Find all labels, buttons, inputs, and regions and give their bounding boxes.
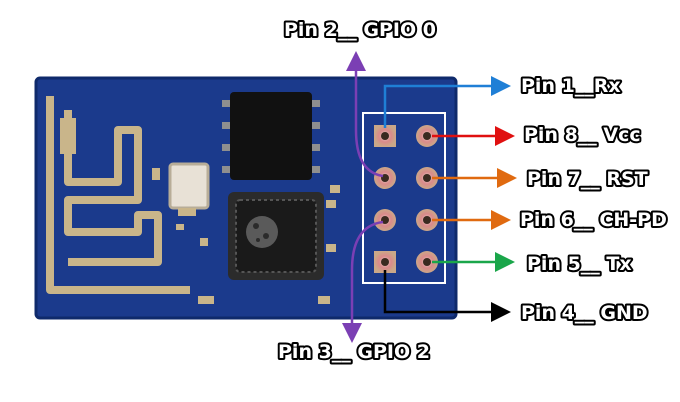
label-pin-4: Pin 4__ GND [521, 302, 648, 324]
label-pin-6: Pin 6__ CH-PD [520, 209, 667, 231]
gpio2-arrow [342, 220, 384, 343]
label-pin-5: Pin 5__ Tx [527, 253, 632, 275]
smd-part [318, 296, 330, 304]
pin-1-hole [381, 132, 389, 140]
rx-arrow [383, 76, 511, 128]
pin-header [374, 125, 438, 273]
antenna-trace [46, 96, 190, 294]
gpio0-arrow [346, 51, 384, 178]
smd-part [200, 238, 208, 246]
label-pin-1: Pin 1__Rx [521, 75, 621, 97]
flash-chip [222, 92, 320, 180]
smd-part [330, 185, 340, 193]
smd-part [178, 208, 196, 216]
smd-part [326, 244, 336, 252]
smd-part [326, 200, 336, 208]
label-pin-3: Pin 3__ GPIO 2 [278, 341, 430, 363]
smd-part [198, 296, 214, 304]
esp8266-chip [228, 192, 324, 280]
smd-part [152, 168, 160, 180]
pin-header-frame [362, 112, 446, 284]
label-pin-8: Pin 8__ Vcc [524, 124, 641, 146]
label-pin-2: Pin 2__ GPIO 0 [284, 19, 436, 41]
label-pin-7: Pin 7__ RST [527, 168, 648, 190]
smd-part [176, 224, 184, 230]
gnd-arrow [383, 270, 511, 322]
antenna-pad [60, 118, 76, 154]
crystal-component [168, 162, 210, 210]
